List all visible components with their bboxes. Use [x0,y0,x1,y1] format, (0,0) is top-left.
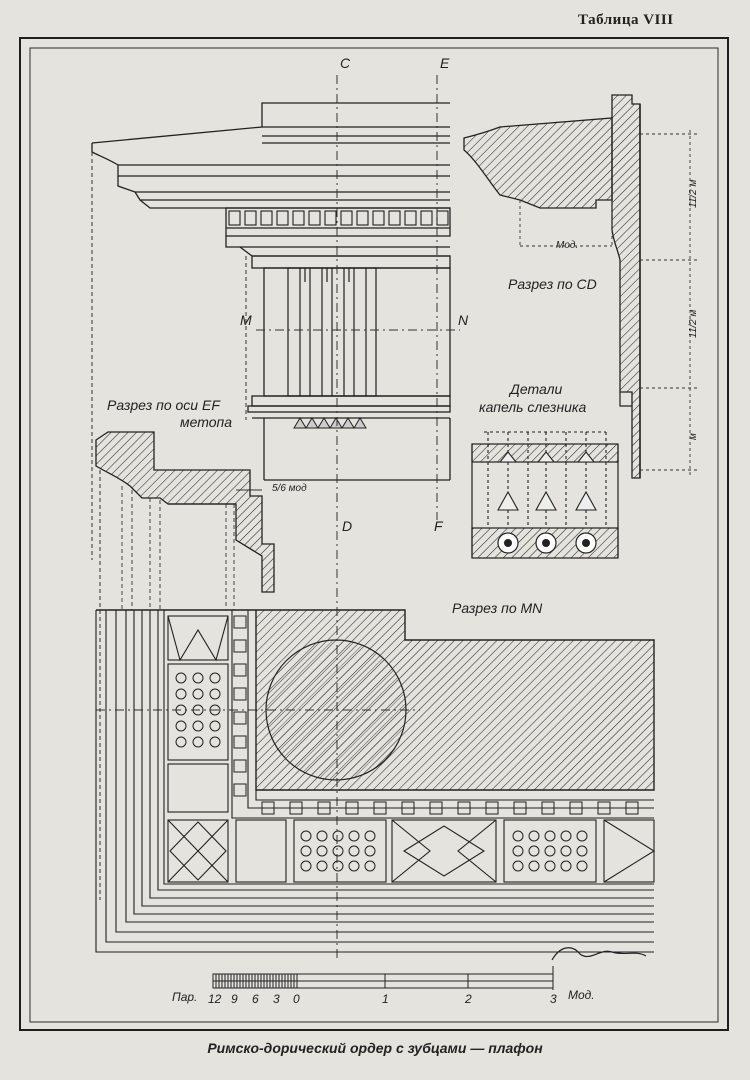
section-ef-profile [95,431,275,593]
scale-tick-2: 2 [465,992,472,1006]
entablature-elevation [91,102,451,481]
triglyph [287,267,377,397]
soffit-plan [95,609,656,953]
details-sublabel: капель слезника [479,399,587,415]
scale-par-label: Пар. [172,990,198,1004]
axis-label-m: M [240,312,252,328]
drip-details [471,431,619,559]
section-cd-label: Разрез по CD [508,276,597,292]
scale-tick-1: 1 [382,992,389,1006]
scale-tick-3m: 3 [550,992,557,1006]
scale-tick-3: 3 [273,992,280,1006]
guttae [293,417,367,429]
plate-number: Таблица VIII [578,12,674,28]
scale-tick-0: 0 [293,992,300,1006]
signature [551,947,647,961]
axis-label-d: D [342,518,353,534]
dim-m: м [688,433,699,440]
dim-mod: Мод. [556,240,579,251]
scale-tick-9: 9 [231,992,238,1006]
details-label: Детали [510,381,563,397]
section-mn-label: Разрез по MN [452,600,543,616]
scale-bar [212,966,554,990]
axis-label-n: N [458,312,469,328]
inner-border [29,47,719,1023]
column-circle [265,639,407,781]
plate-caption: Римско-дорический ордер с зубцами — плаф… [207,1040,543,1056]
outer-border [19,37,729,1031]
scale-tick-6: 6 [252,992,259,1006]
axis-label-f: F [434,518,443,534]
dim-one-half-top: 11/2 м [688,179,699,208]
section-ef-label: Разрез по оси EF [107,397,220,413]
cd-dimensions [519,130,700,478]
dentils [228,210,449,226]
axis-label-e: E [440,55,450,71]
axis-label-c: C [340,55,351,71]
dim-one-half-bottom: 11/2 м [688,309,699,338]
scale-tick-12: 12 [208,992,222,1006]
scale-mod-label: Мод. [568,988,595,1002]
dim-five-sixth: 5/6 мод [272,483,307,494]
section-ef-sublabel: метопа [180,414,233,430]
